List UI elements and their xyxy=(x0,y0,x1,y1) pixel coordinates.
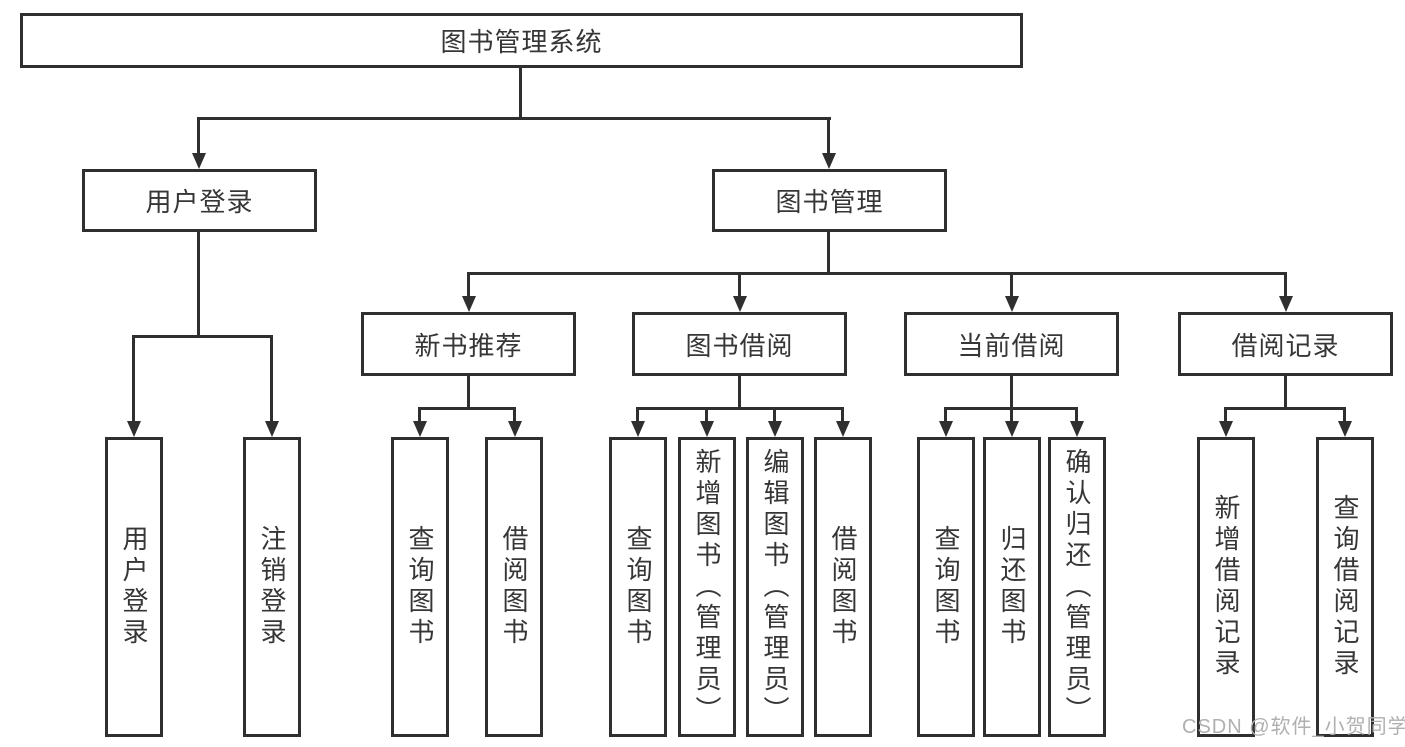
node-root: 图书管理系统 xyxy=(20,13,1023,68)
node-book-management: 图书管理 xyxy=(712,169,947,232)
connector-line xyxy=(132,335,273,338)
leaf-current-query: 查询图书 xyxy=(917,437,975,737)
arrowhead-icon xyxy=(768,421,782,437)
connector-line xyxy=(513,407,516,423)
arrowhead-icon xyxy=(1005,421,1019,437)
node-current-borrow: 当前借阅 xyxy=(904,312,1119,376)
connector-line xyxy=(1343,407,1346,423)
connector-line xyxy=(1224,407,1227,423)
arrowhead-icon xyxy=(939,421,953,437)
arrowhead-icon xyxy=(127,421,141,437)
watermark: CSDN @软件_小贺同学 xyxy=(1182,716,1405,738)
leaf-current-return: 归还图书 xyxy=(983,437,1041,737)
connector-line xyxy=(418,407,421,423)
node-borrow-records: 借阅记录 xyxy=(1178,312,1393,376)
node-book-borrow: 图书借阅 xyxy=(632,312,847,376)
connector-line xyxy=(418,407,516,410)
connector-line xyxy=(827,117,830,155)
connector-line xyxy=(1224,407,1346,410)
leaf-newbooks-query: 查询图书 xyxy=(391,437,449,737)
node-new-book-recommend: 新书推荐 xyxy=(361,312,576,376)
arrowhead-icon xyxy=(1005,296,1019,312)
connector-line xyxy=(467,272,1287,275)
connector-line xyxy=(197,117,831,120)
leaf-logout: 注销登录 xyxy=(243,437,301,737)
connector-line xyxy=(636,407,639,423)
arrowhead-icon xyxy=(265,421,279,437)
arrowhead-icon xyxy=(1219,421,1233,437)
connector-line xyxy=(738,272,741,298)
arrowhead-icon xyxy=(462,296,476,312)
arrowhead-icon xyxy=(413,421,427,437)
connector-line xyxy=(1010,376,1013,407)
leaf-records-add: 新增借阅记录 xyxy=(1197,437,1255,737)
leaf-user-login: 用户登录 xyxy=(105,437,163,737)
arrowhead-icon xyxy=(1070,421,1084,437)
leaf-borrow-add-admin: 新增图书（管理员） xyxy=(678,437,736,737)
connector-line xyxy=(705,407,708,423)
connector-line xyxy=(1075,407,1078,423)
connector-line xyxy=(197,117,200,155)
arrowhead-icon xyxy=(822,153,836,169)
connector-line xyxy=(1010,272,1013,298)
connector-line xyxy=(773,407,776,423)
connector-line xyxy=(738,376,741,407)
connector-line xyxy=(519,68,522,117)
connector-line xyxy=(132,335,135,423)
leaf-records-query: 查询借阅记录 xyxy=(1316,437,1374,737)
arrowhead-icon xyxy=(700,421,714,437)
connector-line xyxy=(636,407,844,410)
leaf-newbooks-borrow: 借阅图书 xyxy=(485,437,543,737)
leaf-borrow-edit-admin: 编辑图书（管理员） xyxy=(746,437,804,737)
connector-line xyxy=(1010,407,1013,423)
connector-line xyxy=(841,407,844,423)
connector-line xyxy=(1284,272,1287,298)
connector-line xyxy=(467,376,470,407)
arrowhead-icon xyxy=(631,421,645,437)
leaf-borrow-query: 查询图书 xyxy=(609,437,667,737)
connector-line xyxy=(467,272,470,298)
leaf-borrow-borrow: 借阅图书 xyxy=(814,437,872,737)
arrowhead-icon xyxy=(733,296,747,312)
arrowhead-icon xyxy=(836,421,850,437)
connector-line xyxy=(197,232,200,335)
connector-line xyxy=(944,407,947,423)
arrowhead-icon xyxy=(1279,296,1293,312)
connector-line xyxy=(270,335,273,423)
leaf-current-confirm-admin: 确认归还（管理员） xyxy=(1048,437,1106,737)
connector-line xyxy=(827,232,830,272)
arrowhead-icon xyxy=(1338,421,1352,437)
connector-line xyxy=(1284,376,1287,407)
arrowhead-icon xyxy=(192,153,206,169)
arrowhead-icon xyxy=(508,421,522,437)
node-user-login: 用户登录 xyxy=(82,169,317,232)
